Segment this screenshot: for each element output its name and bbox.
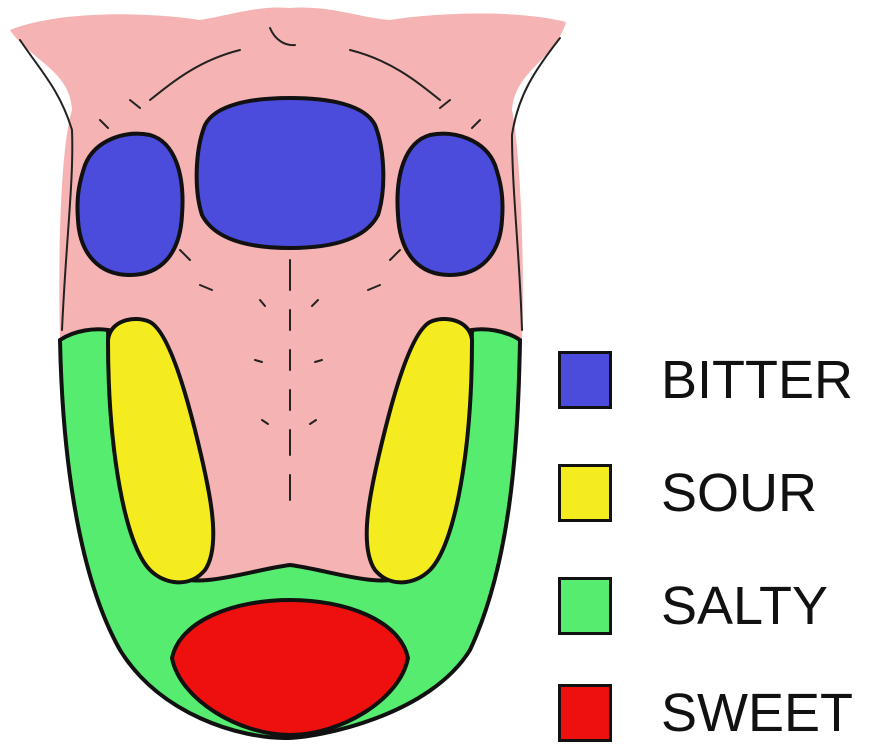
sour-swatch bbox=[558, 464, 612, 522]
legend-label-sour: SOUR bbox=[661, 458, 817, 528]
salty-swatch bbox=[558, 577, 612, 635]
legend-item-sweet: SWEET bbox=[558, 678, 888, 748]
bitter-swatch bbox=[558, 351, 612, 409]
bitter-zone-left bbox=[77, 134, 182, 275]
legend-label-bitter: BITTER bbox=[661, 345, 853, 415]
legend-label-salty: SALTY bbox=[661, 571, 828, 641]
bitter-zone-center bbox=[197, 98, 384, 248]
bitter-zone-right bbox=[397, 134, 502, 275]
sweet-swatch bbox=[558, 684, 612, 742]
legend-label-sweet: SWEET bbox=[661, 678, 853, 748]
legend-item-salty: SALTY bbox=[558, 571, 888, 641]
legend-item-sour: SOUR bbox=[558, 458, 888, 528]
legend-item-bitter: BITTER bbox=[558, 345, 888, 415]
